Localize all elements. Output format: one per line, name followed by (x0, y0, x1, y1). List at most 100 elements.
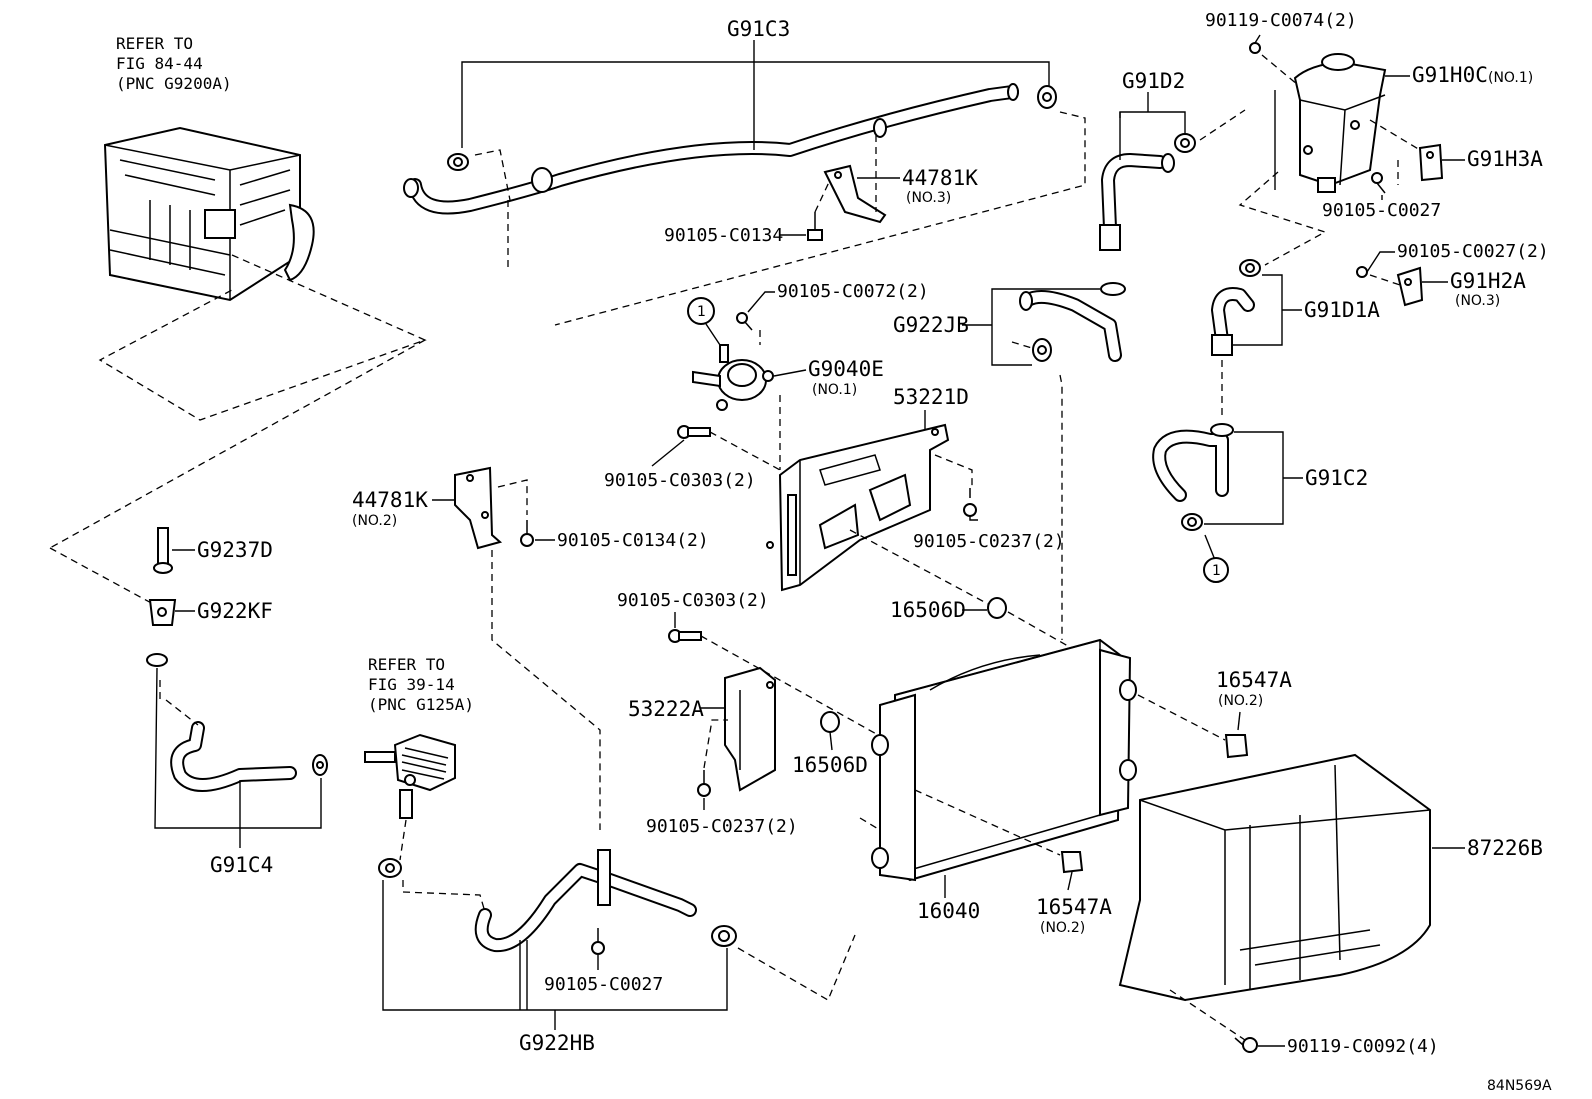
label-90105-c0303-a: 90105-C0303(2) (604, 470, 756, 491)
clamp-g91c2-top (1210, 423, 1234, 437)
label-16547a-a-note: (NO.2) (1218, 693, 1263, 709)
label-16506d-b: 16506D (792, 753, 868, 777)
label-16040: 16040 (917, 899, 980, 923)
label-g922kf: G922KF (197, 599, 273, 623)
label-44781k-no3: 44781K (902, 166, 978, 190)
inverter-ref-line-3: (PNC G9200A) (116, 74, 232, 93)
label-g91h2a-note: (NO.3) (1455, 293, 1500, 309)
oil-cooler (364, 733, 456, 819)
oil-cooler-ref-line-1: REFER TO (368, 655, 445, 674)
callout-1-b: 1 (1212, 563, 1221, 579)
label-90105-c0072: 90105-C0072(2) (777, 281, 929, 302)
hose-g91d1a (1211, 287, 1255, 356)
label-16506d-a: 16506D (890, 598, 966, 622)
bolt-90105-c0303-a (677, 425, 711, 439)
label-16547a-b: 16547A (1036, 895, 1112, 919)
fitting-g922kf (148, 599, 177, 626)
bracket-44781k-no3 (823, 164, 887, 224)
hose-g922hb (474, 849, 697, 953)
diagram-id: 84N569A (1487, 1078, 1552, 1094)
bracket-44781k-no2 (454, 466, 503, 550)
bracket-53221d (766, 423, 950, 592)
bolt-90105-c0072 (736, 312, 753, 331)
bolt-90105-c0027-bottom (591, 928, 605, 955)
oil-cooler-ref-line-2: FIG 39-14 (368, 675, 455, 694)
clamp-g91c3-left (447, 153, 469, 171)
shroud-87226b (1118, 753, 1431, 1002)
label-90105-c0237-a: 90105-C0237(2) (913, 531, 1065, 552)
bolt-90105-c0027-top (1371, 172, 1386, 194)
clamp-g91c3-right (1037, 85, 1057, 109)
label-90119-c0092: 90119-C0092(4) (1287, 1036, 1439, 1057)
oil-cooler-ref-line-3: (PNC G125A) (368, 695, 474, 714)
bolt-90105-c0134-2 (520, 520, 534, 547)
label-g91c2: G91C2 (1305, 466, 1368, 490)
bolt-90105-c0134 (807, 212, 823, 241)
label-90105-c0027-bottom: 90105-C0027 (544, 974, 663, 995)
label-90105-c0134: 90105-C0134 (664, 225, 783, 246)
hose-g91c2 (1152, 429, 1229, 502)
label-g91h0c-note: (NO.1) (1488, 70, 1533, 86)
clamp-g922jb-bottom (1032, 338, 1052, 362)
hose-g91c4 (170, 721, 297, 792)
bolt-90105-c0237-a (963, 488, 977, 517)
clip-90119-c0092 (1234, 1037, 1258, 1053)
callout-circle-1-b (1203, 557, 1229, 583)
label-16547a-a: 16547A (1216, 668, 1292, 692)
clamp-g922jb-top (1100, 282, 1126, 296)
label-g91d1a: G91D1A (1304, 298, 1380, 322)
label-g9040e: G9040E (808, 357, 884, 381)
label-g91h2a: G91H2A (1450, 269, 1526, 293)
clip-90119-c0074 (1249, 42, 1261, 54)
label-53222a: 53222A (628, 697, 704, 721)
label-g9040e-note: (NO.1) (812, 382, 857, 398)
label-44781k-no2-note: (NO.2) (352, 513, 397, 529)
label-87226b: 87226B (1467, 836, 1543, 860)
clamp-g922hb-right (711, 925, 737, 947)
callout-circle-1-a (687, 297, 715, 325)
callout-1-a: 1 (697, 304, 706, 320)
bracket-g91h3a (1418, 143, 1444, 182)
bolt-90105-c0027-2 (1356, 266, 1368, 278)
label-90105-c0303-b: 90105-C0303(2) (617, 590, 769, 611)
label-44781k-no3-note: (NO.3) (906, 190, 951, 206)
label-90119-c0074: 90119-C0074(2) (1205, 10, 1357, 31)
hose-g922jb (1019, 289, 1122, 362)
label-g922hb: G922HB (519, 1031, 595, 1055)
label-53221d: 53221D (893, 385, 969, 409)
label-g922jb: G922JB (893, 313, 969, 337)
fitting-g9237d (153, 527, 173, 574)
hose-g91c3 (403, 83, 1019, 215)
grommet-16547a-a (1224, 734, 1249, 759)
clamp-g91c4-right (312, 754, 328, 776)
label-g91d2: G91D2 (1122, 69, 1185, 93)
clamp-g91d2 (1174, 133, 1196, 153)
label-g91h0c: G91H0C (1412, 63, 1488, 87)
clamp-g91c2-bottom (1181, 513, 1203, 531)
bolt-90105-c0303-b (668, 629, 702, 643)
hose-g91d2 (1099, 153, 1175, 251)
grommet-16547a-b (1060, 851, 1084, 874)
inverter-assembly (103, 126, 315, 302)
label-g9237d: G9237D (197, 538, 273, 562)
label-g91c4: G91C4 (210, 853, 273, 877)
clamp-g91c4-top (146, 653, 168, 667)
label-g91c3: G91C3 (727, 17, 790, 41)
label-16547a-b-note: (NO.2) (1040, 920, 1085, 936)
label-90105-c0237-b: 90105-C0237(2) (646, 816, 798, 837)
grommet-16506d-b (820, 711, 840, 733)
label-g91h3a: G91H3A (1467, 147, 1543, 171)
label-44781k-no2: 44781K (352, 488, 428, 512)
bracket-53222a (724, 666, 776, 792)
grommet-16506d-a (987, 597, 1007, 619)
clamp-g91d1a (1239, 259, 1261, 277)
bolt-90105-c0237-b (697, 770, 711, 797)
radiator-16040 (871, 638, 1137, 882)
inverter-ref-line-2: FIG 84-44 (116, 54, 203, 73)
label-90105-c0134-2: 90105-C0134(2) (557, 530, 709, 551)
reservoir-g91h0c (1293, 53, 1387, 193)
clamp-g922hb-left (378, 858, 402, 878)
label-90105-c0027-top: 90105-C0027 (1322, 200, 1441, 221)
label-90105-c0027-2: 90105-C0027(2) (1397, 241, 1549, 262)
